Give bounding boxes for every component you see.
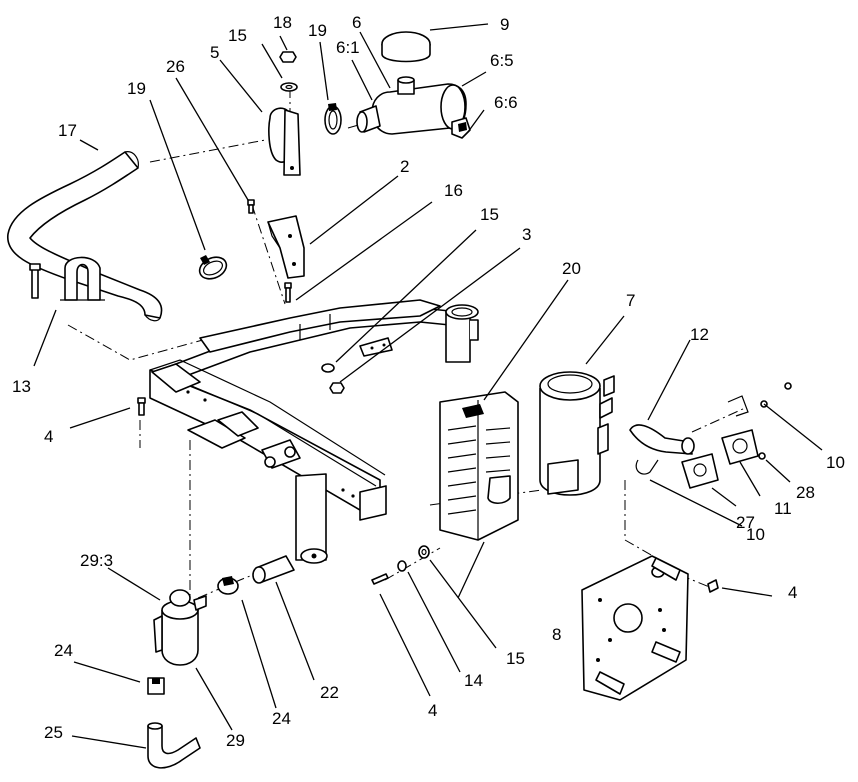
callout-10-lower: 10: [746, 525, 765, 544]
callout-6-5: 6:5: [490, 51, 514, 70]
air-intake-hose: [7, 151, 163, 322]
bolt-26: [247, 199, 255, 214]
callout-16: 16: [444, 181, 463, 200]
mounting-strap: [268, 107, 301, 176]
callout-15-low: 15: [506, 649, 525, 668]
chassis-frame: [149, 359, 387, 564]
hose-clamp-bracket: [29, 256, 105, 301]
callout-4-right: 4: [788, 583, 797, 602]
callout-28: 28: [796, 483, 815, 502]
callout-18: 18: [273, 13, 292, 32]
mounting-bracket: [267, 215, 305, 279]
air-cleaner-assembly: [356, 31, 471, 139]
callout-11: 11: [774, 499, 792, 518]
callout-22: 22: [320, 683, 339, 702]
assembly-centerlines: [67, 88, 746, 600]
heat-shield: [439, 391, 519, 541]
callout-29: 29: [226, 731, 245, 750]
callout-15-top: 15: [228, 26, 247, 45]
hose-22-and-clamp: [217, 555, 295, 595]
callout-20: 20: [562, 259, 581, 278]
callout-4-left: 4: [44, 427, 53, 446]
callout-3: 3: [522, 225, 531, 244]
callout-24-low: 24: [272, 709, 291, 728]
callout-14: 14: [464, 671, 483, 690]
callout-13: 13: [12, 377, 31, 396]
callout-19-left: 19: [127, 79, 146, 98]
fuel-filter: [153, 589, 207, 666]
leader-lines: [33, 23, 823, 749]
hose-clamp-upper: [324, 103, 342, 135]
callout-29-3: 29:3: [80, 551, 113, 570]
tailpipe: [629, 382, 792, 489]
callout-4-low: 4: [428, 701, 437, 720]
bolt-4-left: [137, 397, 146, 416]
callout-6-6: 6:6: [494, 93, 518, 112]
bolt-16: [284, 282, 292, 303]
callout-5: 5: [210, 43, 219, 62]
exhaust-pipe-frame: [159, 299, 479, 381]
callout-2: 2: [400, 157, 409, 176]
callout-25: 25: [44, 723, 63, 742]
callout-12: 12: [690, 325, 709, 344]
callout-15-mid: 15: [480, 205, 499, 224]
callout-19-top: 19: [308, 21, 327, 40]
callout-17: 17: [58, 121, 77, 140]
callout-10-right: 10: [826, 453, 845, 472]
hose-25-and-clamp: [147, 677, 201, 769]
callout-9: 9: [500, 15, 509, 34]
bolt-4-right: [707, 579, 719, 593]
callout-labels: 18 15 19 6 9 26 5 6:1 6:5 6:6 19 17 2 16…: [12, 13, 845, 750]
callout-7: 7: [626, 291, 635, 310]
callout-26: 26: [166, 57, 185, 76]
callout-6: 6: [352, 13, 361, 32]
muffler: [539, 371, 615, 496]
hose-clamp-lower: [198, 255, 228, 280]
washer-and-nut-mid: [321, 363, 345, 394]
bolt-washer-stack: [371, 545, 430, 585]
callout-24-left: 24: [54, 641, 73, 660]
mounting-plate: [581, 555, 689, 701]
nut-and-washer: [279, 51, 298, 92]
callout-8: 8: [552, 625, 561, 644]
callout-27: 27: [736, 513, 755, 532]
callout-6-1: 6:1: [336, 38, 360, 57]
